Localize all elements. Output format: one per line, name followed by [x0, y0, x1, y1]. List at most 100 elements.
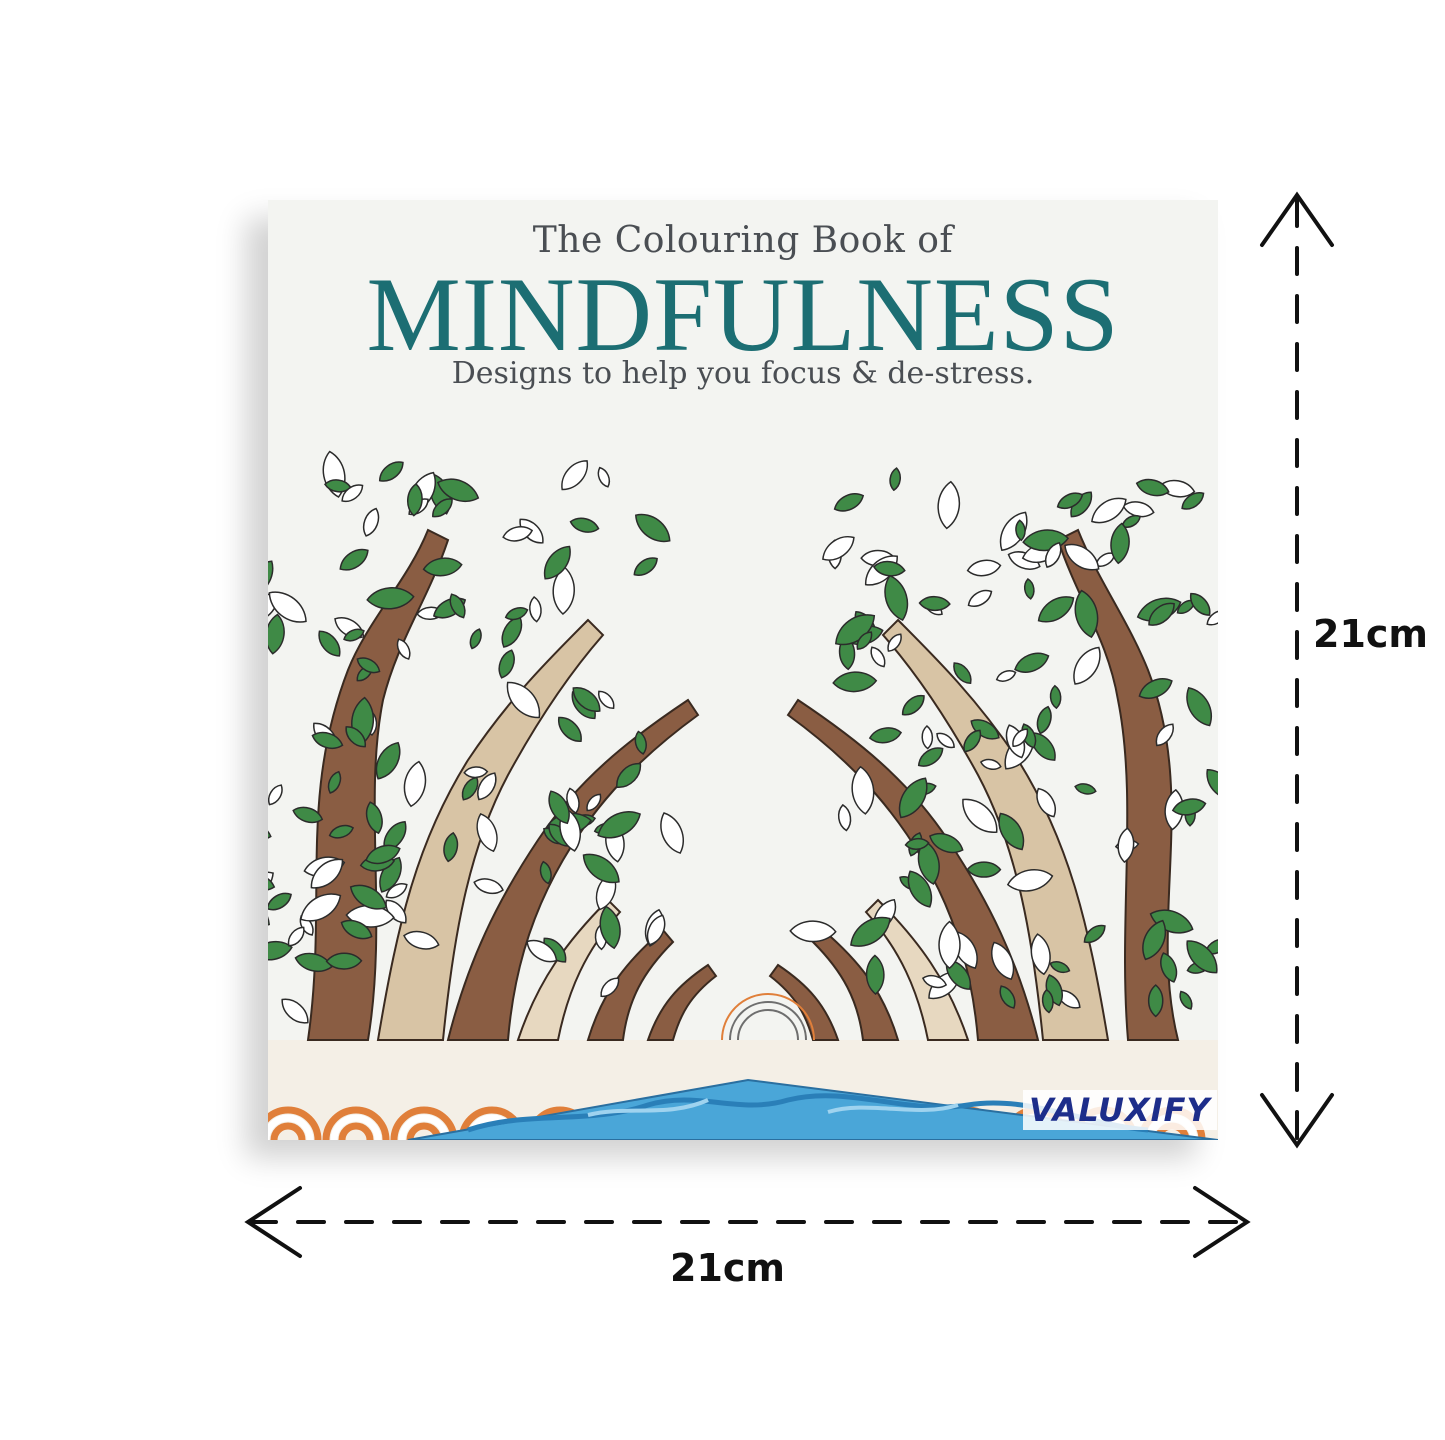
- leaf: [343, 628, 365, 642]
- leaf: [325, 952, 363, 970]
- leaf: [633, 557, 658, 576]
- arch: [270, 1122, 306, 1140]
- leaf: [884, 574, 909, 622]
- leaf: [1064, 543, 1100, 571]
- leaf: [963, 729, 982, 753]
- leaf: [341, 484, 364, 503]
- leaf: [529, 595, 542, 623]
- center-arch: [721, 993, 815, 1041]
- leaf: [1160, 952, 1178, 983]
- leaf: [1135, 478, 1170, 497]
- leaf: [463, 766, 489, 779]
- leaf: [582, 853, 620, 884]
- leaf: [268, 560, 274, 598]
- leaf: [907, 870, 933, 908]
- leaf: [339, 548, 369, 571]
- leaf: [990, 941, 1015, 981]
- leaf: [945, 959, 971, 990]
- cover-illustration: [268, 450, 1218, 1140]
- leaf: [1036, 705, 1052, 735]
- leaf: [1023, 578, 1035, 600]
- leaf: [597, 811, 641, 839]
- leaf: [345, 726, 366, 748]
- leaf: [310, 858, 344, 889]
- height-label: 21cm: [1313, 612, 1429, 656]
- leaf: [1006, 868, 1054, 892]
- leaf: [1091, 497, 1127, 524]
- leaf: [870, 646, 886, 668]
- leaf: [379, 856, 402, 893]
- leaf: [586, 793, 602, 812]
- leaf: [506, 681, 541, 719]
- leaf: [918, 595, 951, 612]
- arch: [322, 1106, 390, 1140]
- leaf: [634, 730, 647, 755]
- leaf: [365, 844, 401, 865]
- arch: [390, 1106, 458, 1140]
- leaf: [1056, 492, 1084, 509]
- leaf: [1041, 988, 1054, 1014]
- leaf: [558, 716, 582, 742]
- leaf: [660, 812, 685, 854]
- leaf: [362, 507, 380, 537]
- leaf: [1074, 783, 1097, 795]
- leaf: [349, 884, 388, 910]
- leaf: [999, 985, 1016, 1009]
- leaf: [1155, 723, 1174, 747]
- leaf: [403, 760, 427, 808]
- leaf: [385, 899, 407, 924]
- leaf: [936, 732, 955, 749]
- leaf: [356, 657, 381, 674]
- leaf: [375, 741, 401, 780]
- leaf: [937, 480, 961, 530]
- leaf: [403, 930, 440, 950]
- leaf: [311, 731, 344, 749]
- leaf: [865, 954, 885, 996]
- leaf: [998, 812, 1025, 851]
- leaf: [1110, 522, 1130, 565]
- leaf: [1083, 924, 1106, 944]
- leaf: [898, 777, 928, 819]
- leaf: [572, 687, 601, 712]
- leaf-pattern: [268, 450, 1218, 1024]
- arrow-left-icon: [244, 1186, 302, 1258]
- leaf: [835, 614, 876, 646]
- leaf: [833, 493, 865, 512]
- leaf: [1171, 798, 1207, 816]
- leaf: [318, 630, 341, 657]
- leaf: [449, 593, 466, 619]
- leaf: [600, 977, 620, 998]
- leaf: [1186, 687, 1212, 727]
- leaf: [1138, 678, 1173, 699]
- leaf: [995, 670, 1017, 682]
- leaf: [366, 587, 415, 610]
- arrow-up-icon: [1260, 191, 1334, 247]
- leaf: [378, 461, 404, 482]
- leaf: [327, 770, 342, 794]
- leaf: [928, 832, 964, 854]
- leaf: [1206, 610, 1218, 626]
- leaf: [921, 725, 934, 750]
- leaf: [966, 861, 1002, 878]
- leaf: [953, 662, 972, 684]
- leaf: [422, 557, 463, 577]
- cover-title-main: MINDFULNESS: [366, 256, 1120, 373]
- leaf: [1044, 541, 1062, 568]
- leaf: [1122, 501, 1155, 518]
- leaf: [917, 747, 944, 767]
- leaf: [365, 801, 383, 835]
- leaf: [822, 535, 855, 561]
- leaf: [1036, 787, 1056, 818]
- leaf: [268, 940, 293, 961]
- leaf: [498, 649, 515, 679]
- book-cover: The Colouring Book of MINDFULNESS Design…: [268, 200, 1218, 1140]
- leaf: [292, 806, 324, 824]
- leaf: [872, 560, 906, 577]
- leaf: [1189, 592, 1211, 616]
- leaf: [294, 952, 333, 973]
- leaf: [979, 758, 1002, 770]
- leaf: [436, 478, 480, 503]
- leaf: [1030, 933, 1051, 976]
- leaf: [789, 920, 837, 943]
